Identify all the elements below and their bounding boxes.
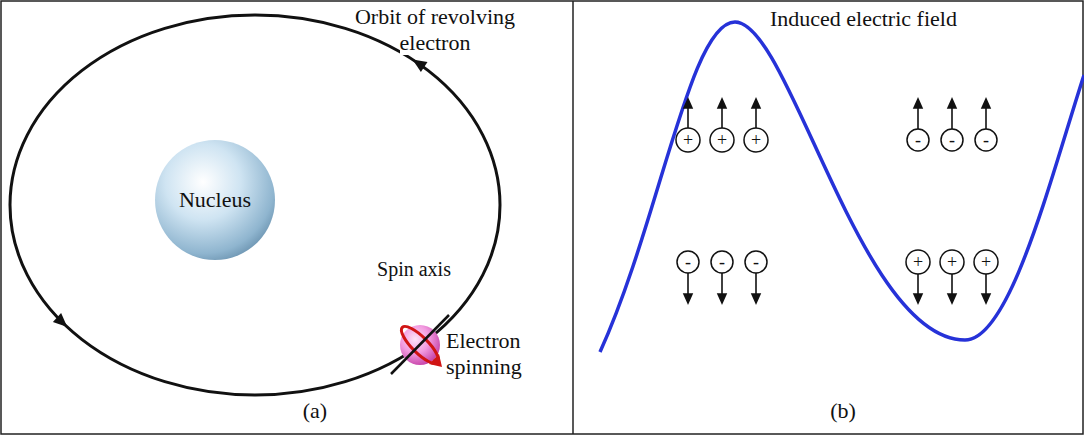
negative-charge xyxy=(975,129,997,151)
charge-sign: + xyxy=(717,131,727,149)
electron-label-box: Electron spinning xyxy=(446,328,556,380)
charge-sign: + xyxy=(683,131,693,149)
orbit-label-box: Orbit of revolving electron xyxy=(335,4,535,56)
nucleus-node: Nucleus xyxy=(155,140,275,260)
charge-node: + xyxy=(743,127,769,153)
spin-axis-label: Spin axis xyxy=(377,258,451,280)
positive-charge xyxy=(676,128,700,152)
charge-sign: + xyxy=(947,253,957,271)
orbit-arrowhead xyxy=(53,313,67,327)
negative-charge xyxy=(711,251,733,273)
charge-node: - xyxy=(710,250,734,274)
charge-node: - xyxy=(744,250,768,274)
orbit-label: Orbit of revolving electron xyxy=(355,4,515,55)
charge-sign: - xyxy=(915,131,921,149)
charge-node: + xyxy=(905,249,931,275)
negative-charge xyxy=(677,251,699,273)
spin-axis-line xyxy=(391,315,449,374)
panel-divider xyxy=(572,1,574,434)
charge-node: + xyxy=(939,249,965,275)
negative-charge xyxy=(907,129,929,151)
positive-charge xyxy=(710,128,734,152)
charge-sign: - xyxy=(685,253,691,271)
electron-label: Electron spinning xyxy=(446,328,522,379)
force-arrows xyxy=(684,99,990,303)
charge-sign: - xyxy=(719,253,725,271)
charge-node: + xyxy=(709,127,735,153)
charge-sign: - xyxy=(949,131,955,149)
panel-label: (a) xyxy=(303,398,327,423)
charge-sign: - xyxy=(753,253,759,271)
charge-node: - xyxy=(974,128,998,152)
spin-arrowhead xyxy=(429,354,442,367)
positive-charge xyxy=(906,250,930,274)
charge-node: + xyxy=(675,127,701,153)
spin-axis-label-box: Spin axis xyxy=(372,258,456,281)
positive-charge xyxy=(744,128,768,152)
nucleus-label: Nucleus xyxy=(179,189,251,211)
panel-label: (b) xyxy=(830,398,856,423)
nucleus-sphere xyxy=(155,140,275,260)
charge-node: - xyxy=(940,128,964,152)
orbit-arrowhead xyxy=(413,60,428,73)
panel-title: Induced electric field xyxy=(770,6,957,31)
positive-charge xyxy=(974,250,998,274)
panel-title-box: Induced electric field xyxy=(770,6,1030,32)
negative-charge xyxy=(745,251,767,273)
panel-label-box: (a) xyxy=(290,398,340,424)
charge-node: - xyxy=(906,128,930,152)
panel-label-box: (b) xyxy=(818,398,868,424)
orbit-ellipse xyxy=(10,15,500,395)
positive-charge xyxy=(940,250,964,274)
charge-node: - xyxy=(676,250,700,274)
charge-sign: + xyxy=(913,253,923,271)
charge-node: + xyxy=(973,249,999,275)
charge-sign: - xyxy=(983,131,989,149)
negative-charge xyxy=(941,129,963,151)
field-wave xyxy=(600,22,1084,352)
charge-sign: + xyxy=(981,253,991,271)
charge-sign: + xyxy=(751,131,761,149)
